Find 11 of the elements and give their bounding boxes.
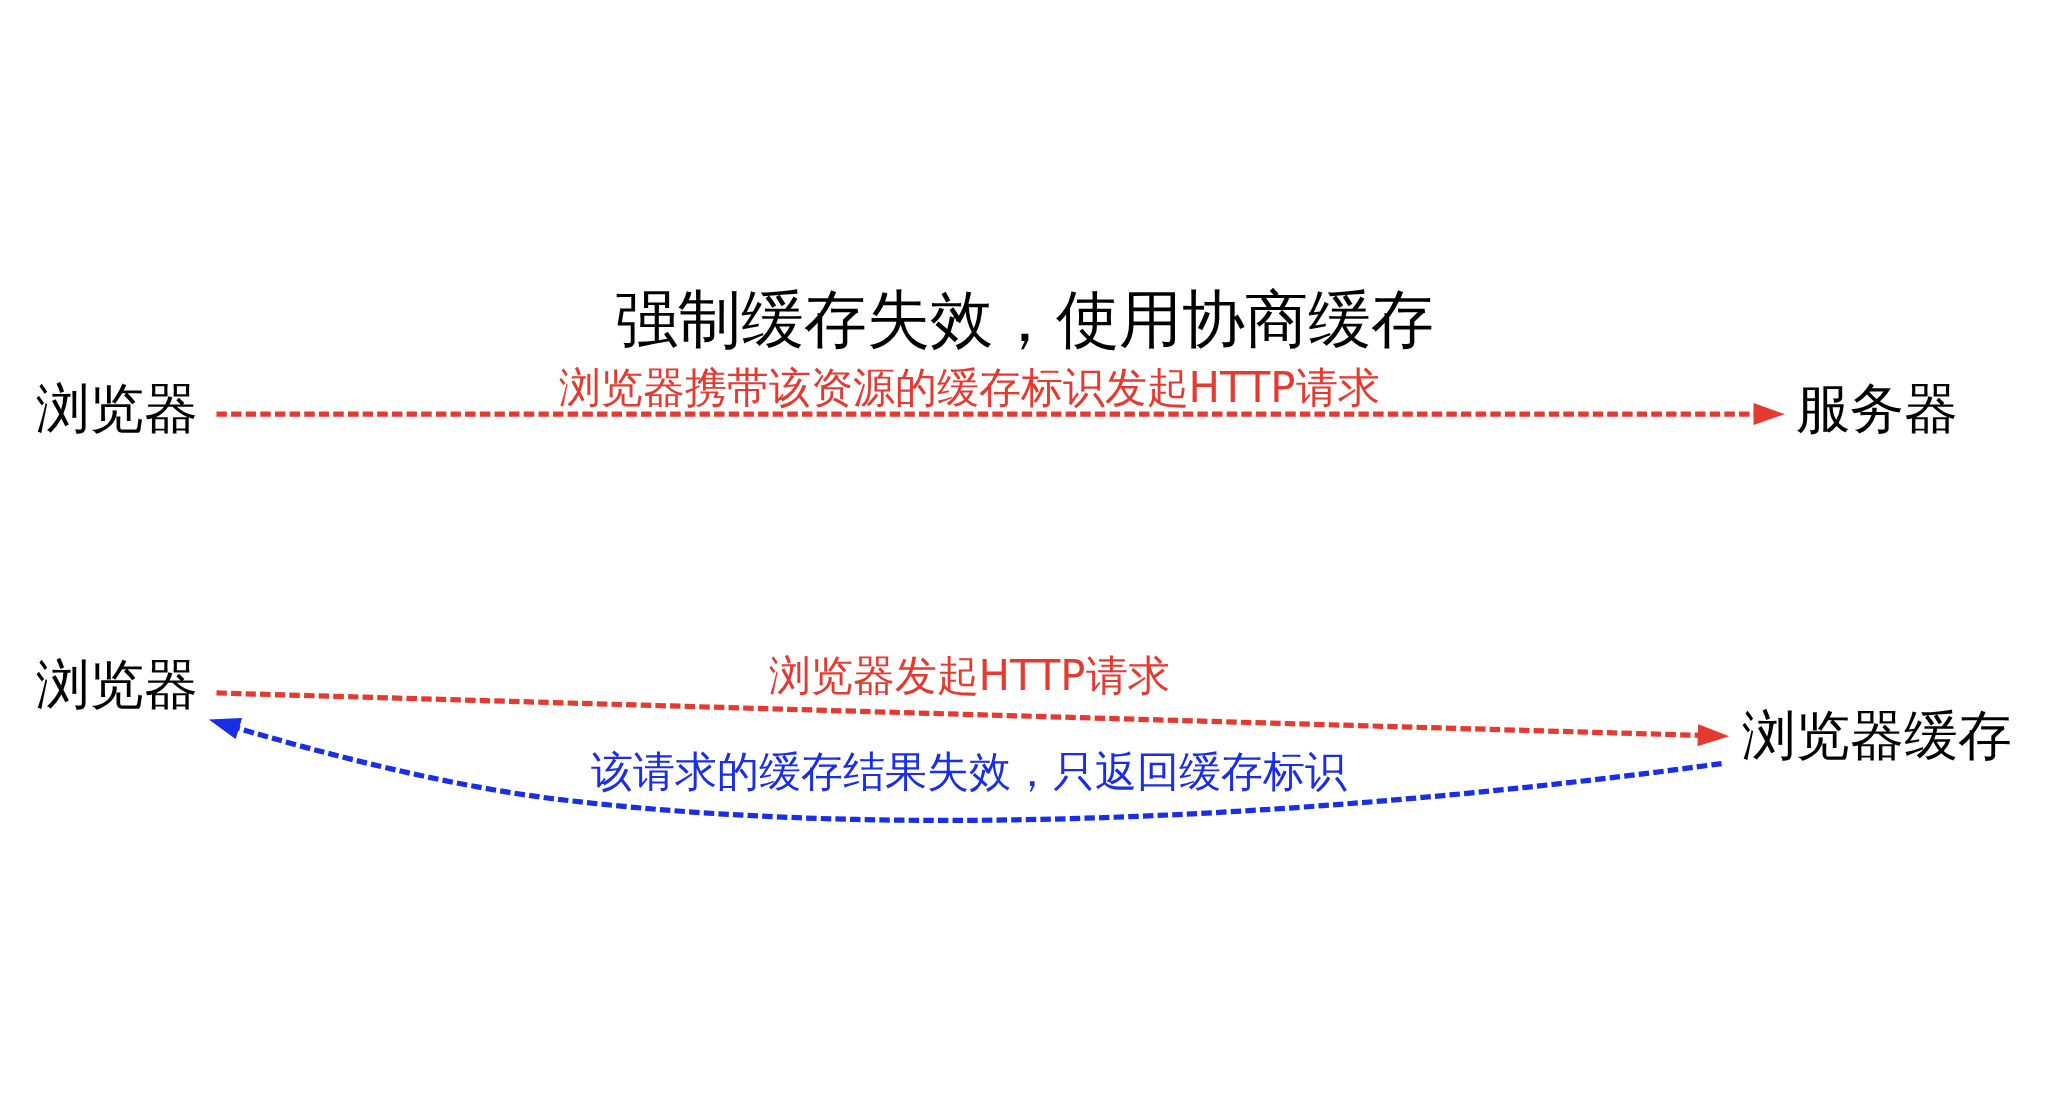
node-text: 浏览器缓存 bbox=[1741, 703, 2012, 767]
node-text: 浏览器 bbox=[35, 653, 198, 717]
arrow bbox=[208, 717, 1722, 823]
arrow bbox=[215, 690, 1729, 747]
edge-label: 浏览器携带该资源的缓存标识发起HTTP请求 bbox=[558, 362, 1380, 412]
arrow bbox=[215, 403, 1785, 426]
diagram-title: 强制缓存失效，使用协商缓存 bbox=[614, 282, 1434, 356]
node-text: 服务器 bbox=[1795, 377, 1958, 441]
edge-label: 该请求的缓存结果失效，只返回缓存标识 bbox=[590, 747, 1347, 797]
edge-label: 浏览器发起HTTP请求 bbox=[768, 651, 1170, 701]
node-text: 浏览器 bbox=[35, 377, 198, 441]
